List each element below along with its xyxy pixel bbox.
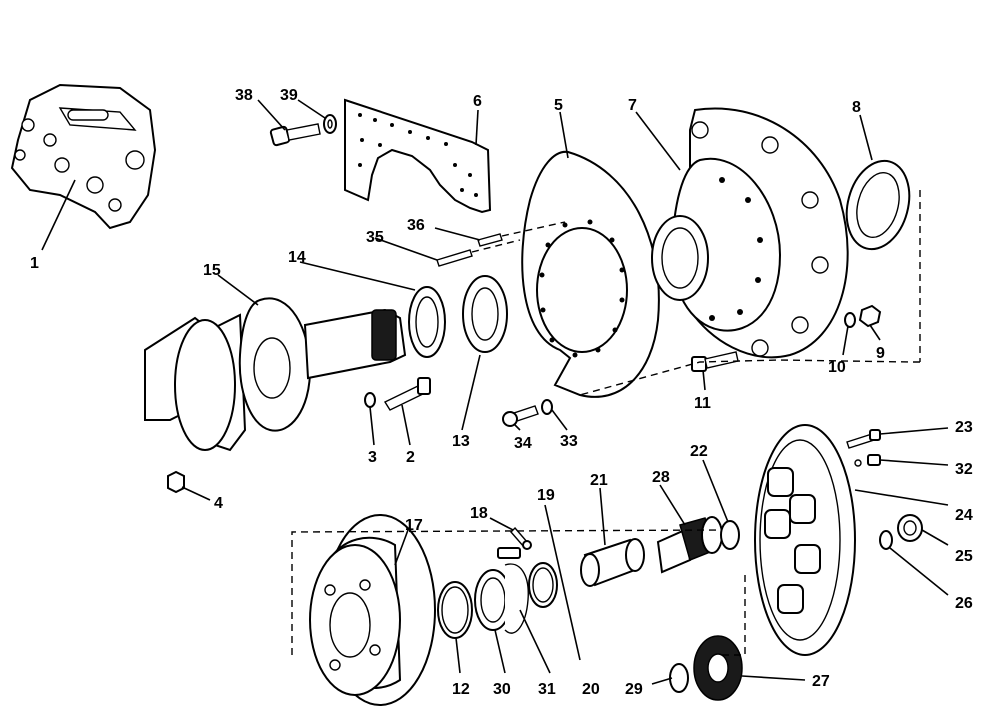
plug-32 [854,454,881,467]
sleeve-21 [580,538,645,587]
ring-12 [437,581,473,639]
callout-17: 17 [405,517,423,534]
callout-7: 7 [628,97,637,114]
ring-30 [474,569,512,631]
ring-20 [528,562,558,608]
leader-lines [41,99,949,685]
assembly-line-pin-35 [471,239,521,253]
callout-13: 13 [452,433,470,450]
callout-2: 2 [406,449,415,466]
bearing-cup-14 [408,286,446,358]
bolt-2 [383,377,431,411]
brake-caliper [10,83,157,230]
bolt-23 [846,429,881,449]
planet-carrier-drum [309,514,436,706]
pin-36 [477,233,503,247]
screw-18 [510,526,532,550]
callout-15: 15 [203,262,221,279]
callout-11: 11 [694,395,711,412]
callout-4: 4 [214,495,223,512]
assembly-line-lower [720,575,746,656]
callout-31: 31 [538,681,556,698]
nut-9 [858,304,882,328]
o-ring-26 [879,530,893,550]
callout-9: 9 [876,345,885,362]
washer-3 [364,392,376,408]
brake-disc [521,150,660,398]
axle-spindle [144,297,407,452]
callout-30: 30 [493,681,511,698]
callout-3: 3 [368,449,377,466]
callout-29: 29 [625,681,643,698]
planet-gear-27 [693,635,743,701]
assembly-line-left [291,529,721,655]
callout-19: 19 [537,487,555,504]
callout-26: 26 [955,595,973,612]
callout-33: 33 [560,433,578,450]
bolt-38 [269,123,321,147]
bearing-cone-13 [462,275,508,353]
assembly-line-pin-36 [501,221,566,237]
pin-35 [436,249,473,267]
callout-27: 27 [812,673,830,690]
callout-38: 38 [235,87,253,104]
sun-gear-28 [656,516,723,574]
callout-32: 32 [955,461,973,478]
callout-10: 10 [828,359,846,376]
washer-39 [323,114,337,134]
wheel-hub [651,107,849,359]
callout-36: 36 [407,217,425,234]
callout-6: 6 [473,93,482,110]
callout-12: 12 [452,681,470,698]
washer-33 [541,399,553,415]
washer-10 [844,312,856,328]
nut-4 [167,470,185,494]
callout-24: 24 [955,507,973,524]
callout-14: 14 [288,249,306,266]
callout-21: 21 [590,472,608,489]
callout-5: 5 [554,97,563,114]
callout-34: 34 [514,435,532,452]
callout-35: 35 [366,229,384,246]
callout-28: 28 [652,469,670,486]
ring-gear-housing [754,424,856,656]
callout-8: 8 [852,99,861,116]
callout-1: 1 [30,255,39,272]
callout-39: 39 [280,87,298,104]
callout-25: 25 [955,548,973,565]
callout-20: 20 [582,681,600,698]
mounting-bracket [344,98,492,214]
bearing-8 [845,159,911,251]
callout-18: 18 [470,505,488,522]
washer-29 [669,663,689,693]
callout-22: 22 [690,443,708,460]
bolt-34 [502,405,539,427]
callout-23: 23 [955,419,973,436]
snap-ring-22 [720,520,740,550]
plug-25 [897,514,923,542]
assembly-line-upper [579,359,920,396]
